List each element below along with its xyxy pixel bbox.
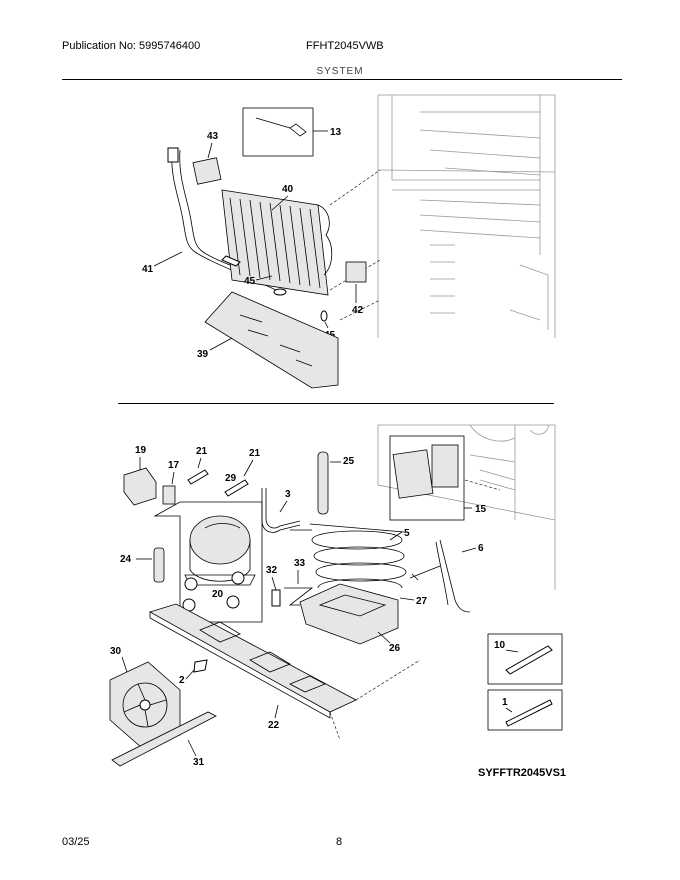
callout-21-left: 21 (196, 446, 208, 457)
callout-31: 31 (193, 757, 205, 768)
section-title: SYSTEM (316, 66, 364, 77)
callout-32: 32 (266, 565, 278, 576)
cabinet-illustration-top (377, 94, 556, 338)
part-25-illustration (317, 451, 329, 515)
model-number: FFHT2045VWB (306, 40, 384, 52)
part-15-board (431, 444, 459, 488)
callout-13: 13 (330, 127, 342, 138)
inset-box-1 (487, 689, 563, 731)
part-24-illustration (153, 547, 165, 583)
part-17-illustration (162, 485, 176, 505)
inset-box-15 (389, 435, 465, 521)
callout-27: 27 (416, 596, 428, 607)
callout-2: 2 (179, 675, 185, 686)
compressor-inset-frame (153, 501, 263, 623)
callout-15: 15 (475, 504, 487, 515)
callout-17: 17 (168, 460, 180, 471)
publication-date: 03/25 (62, 836, 90, 848)
callout-42: 42 (352, 305, 364, 316)
part-31-bracket (111, 711, 217, 767)
callout-20: 20 (212, 589, 224, 600)
part-10-illustration (505, 645, 553, 675)
page-number: 8 (336, 836, 343, 848)
part-13-illustration (255, 117, 307, 137)
part-42-illustration (345, 261, 367, 283)
callout-22: 22 (268, 720, 280, 731)
callout-24: 24 (120, 554, 132, 565)
part-26-drain-pan (299, 583, 399, 645)
part-19-illustration (123, 467, 157, 506)
part-1-illustration (505, 699, 553, 727)
part-39-drain-trough (204, 291, 339, 389)
callout-40: 40 (282, 184, 294, 195)
cabinet-illustration-bottom (377, 424, 556, 590)
part-33-illustration (284, 587, 314, 606)
part-15-cover (392, 449, 434, 499)
section-divider (118, 403, 554, 404)
callout-43: 43 (207, 131, 219, 142)
part-43-illustration (192, 157, 222, 185)
callout-6: 6 (478, 543, 484, 554)
inset-box-10 (487, 633, 563, 685)
callout-33: 33 (294, 558, 306, 569)
callout-3: 3 (285, 489, 291, 500)
callout-26: 26 (389, 643, 401, 654)
callout-41: 41 (142, 264, 154, 275)
diagram-code: SYFFTR2045VS1 (478, 767, 567, 779)
callout-39: 39 (197, 349, 209, 360)
header-divider (62, 79, 622, 80)
callout-5: 5 (404, 528, 410, 539)
publication-number: Publication No: 5995746400 (62, 40, 201, 52)
callout-21-right: 21 (249, 448, 261, 459)
part-5-condenser (290, 523, 407, 589)
callout-19: 19 (135, 445, 147, 456)
part-40-evaporator (221, 189, 333, 296)
callout-1: 1 (502, 697, 508, 708)
compressor-illustration (184, 515, 256, 586)
part-6-harness (409, 539, 471, 613)
callout-10: 10 (494, 640, 506, 651)
inset-box-13 (242, 107, 314, 157)
callout-45-upper: 45 (244, 276, 256, 287)
callout-25: 25 (343, 456, 355, 467)
callout-29: 29 (225, 473, 237, 484)
callout-30: 30 (110, 646, 122, 657)
